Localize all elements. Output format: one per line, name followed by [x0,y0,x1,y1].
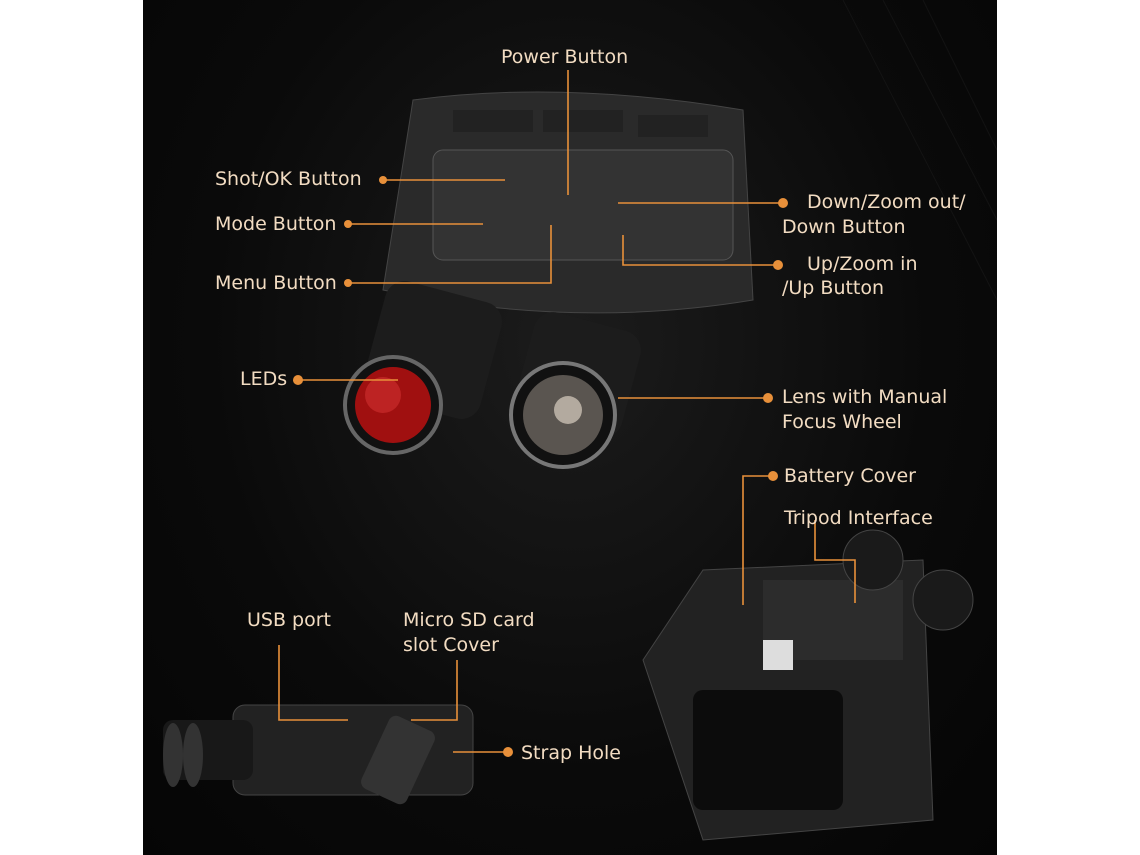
label-slot-cover: slot Cover [403,634,499,656]
label-up-zoom-in: Up/Zoom in [807,253,918,275]
label-leds: LEDs [240,368,288,390]
label-lens: Lens with Manual [782,386,948,408]
product-diagram: Power Button Shot/OK Button Mode Button … [143,0,997,855]
label-usb-port: USB port [247,609,331,631]
leader-lines [278,70,856,753]
side-binoculars [163,704,474,805]
label-focus-wheel: Focus Wheel [782,411,902,433]
label-power-button: Power Button [501,46,629,68]
label-tripod-interface: Tripod Interface [784,507,933,529]
rear-binoculars [642,529,974,841]
label-micro-sd: Micro SD card [403,609,535,631]
label-down-button: Down Button [782,216,906,238]
label-strap-hole: Strap Hole [521,742,621,764]
label-mode-button: Mode Button [215,213,337,235]
label-battery-cover: Battery Cover [784,465,916,487]
main-binoculars [343,91,754,469]
label-menu-button: Menu Button [215,272,337,294]
label-shot-ok-button: Shot/OK Button [215,168,362,190]
binoculars-illustration [163,0,997,841]
label-down-zoom-out: Down/Zoom out/ [807,191,966,213]
callout-dots [293,176,788,757]
label-up-button: /Up Button [782,277,885,299]
